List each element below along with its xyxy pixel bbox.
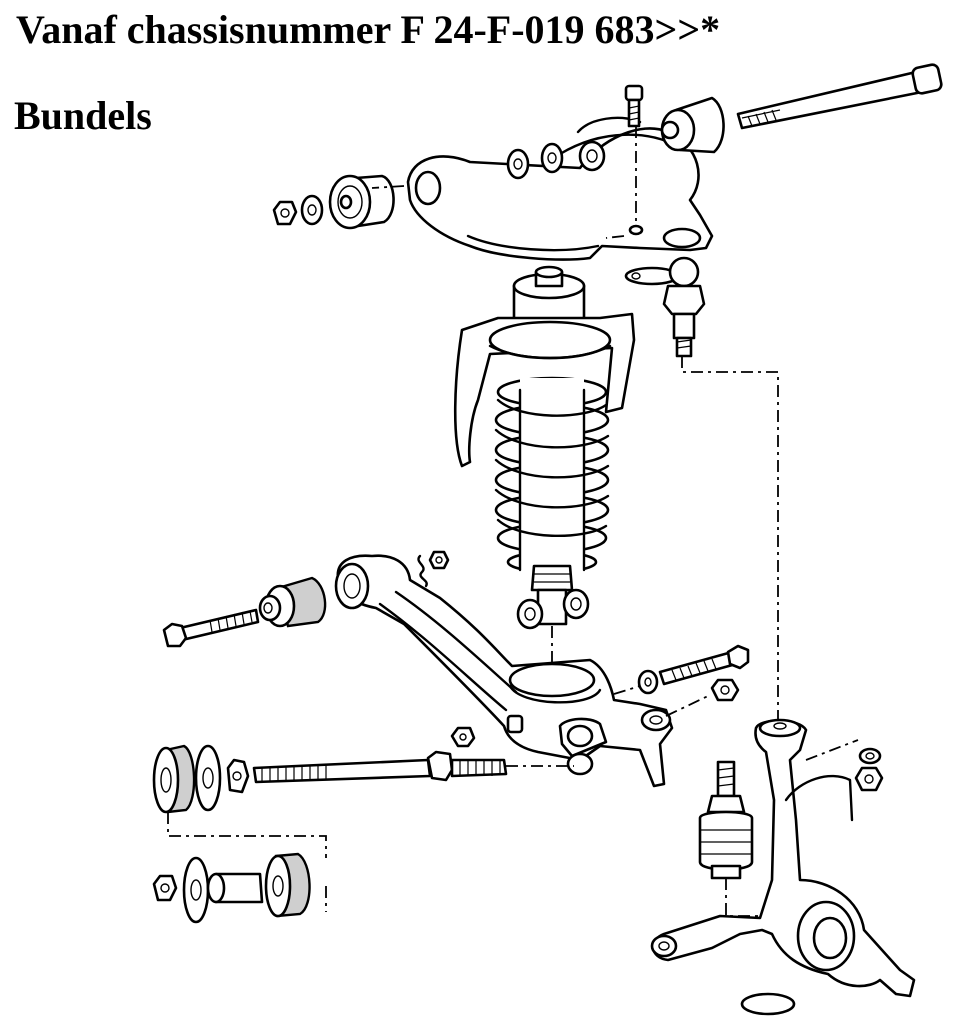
strut-rod-washer-lower (182, 856, 210, 924)
shock-absorber-bottom (516, 564, 590, 630)
axis-line-lower-nut (665, 695, 709, 717)
knuckle-washer (858, 747, 882, 765)
coil-spring (494, 376, 610, 578)
upper-ball-joint (624, 256, 706, 358)
strut-rod-washer-upper (194, 744, 222, 812)
strut-rod-bushing-upper (152, 744, 196, 814)
lower-arm-clip (417, 550, 450, 588)
strut-rod-nut-lower (152, 874, 178, 902)
axis-line-knuckle (805, 739, 859, 761)
upper-front-nut (272, 200, 298, 226)
lower-control-arm (334, 554, 674, 788)
upper-front-washer (300, 194, 324, 226)
upper-small-bolt (624, 84, 644, 128)
upper-front-bushing (328, 174, 395, 230)
axis-line-lower-rear (613, 685, 641, 695)
center-line-lower-ball-joint (725, 878, 760, 917)
lower-ball-joint (698, 760, 754, 880)
assembly-connector-lines (167, 812, 327, 912)
lower-rear-nut (710, 678, 740, 702)
lower-front-bushing (258, 576, 327, 628)
section-subtitle: Bundels (14, 93, 152, 138)
lower-front-bolt (162, 608, 260, 648)
knuckle-nut (854, 766, 884, 792)
lower-rear-washer (637, 669, 659, 695)
lower-rear-bolt (658, 644, 750, 686)
upper-washers (506, 140, 606, 180)
strut-rod-nut-upper (226, 758, 250, 794)
steering-knuckle (650, 718, 916, 1016)
page-title: Vanaf chassisnummer F 24-F-019 683>>* (16, 7, 721, 52)
lower-arm-nut (450, 726, 476, 748)
spring-seat (453, 312, 636, 468)
upper-arm-pivot-bolt (736, 63, 943, 130)
strut-rod-bushing-lower (264, 852, 311, 918)
strut-rod (252, 750, 574, 784)
strut-rod-spacer (206, 872, 264, 904)
axis-line-upper-front (371, 185, 405, 189)
axis-line-upper-arm-plate (605, 235, 625, 239)
upper-rear-bushing (660, 96, 725, 154)
center-line-upper-ball-joint (681, 356, 779, 720)
